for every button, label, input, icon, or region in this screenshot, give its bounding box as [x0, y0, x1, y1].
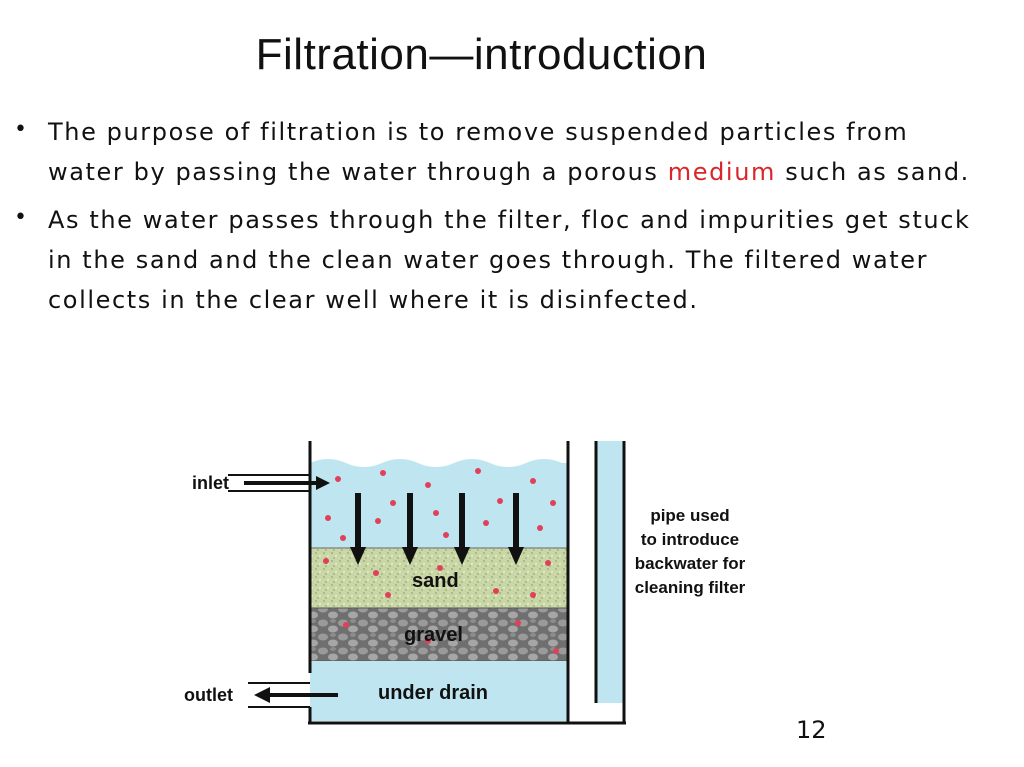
- bullet-text: As the water passes through the filter, …: [48, 206, 971, 314]
- slide-title: Filtration—introduction: [255, 30, 708, 79]
- water-surface: [310, 459, 568, 548]
- bullet-dot-icon: •: [14, 205, 29, 230]
- page-number: 12: [796, 716, 827, 744]
- flow-arrows: [350, 493, 524, 565]
- bullet-item: • As the water passes through the filter…: [14, 200, 974, 320]
- pipe-caption-line: to introduce: [641, 530, 739, 549]
- pipe-caption-line: backwater for: [635, 554, 746, 573]
- under-drain-label: under drain: [378, 682, 488, 704]
- bullet-text-end: such as sand.: [776, 158, 970, 186]
- pipe-caption-line: pipe used: [650, 506, 729, 525]
- suspended-particles: [323, 468, 559, 654]
- outlet-label: outlet: [184, 685, 233, 705]
- highlighted-term: medium: [667, 158, 776, 186]
- bullet-dot-icon: •: [14, 117, 29, 142]
- inlet-label: inlet: [192, 473, 229, 493]
- filtration-diagram: inlet outlet sand gravel under drain pip…: [184, 441, 746, 725]
- pipe-caption-line: cleaning filter: [635, 578, 746, 597]
- bullet-list: • The purpose of filtration is to remove…: [14, 112, 974, 328]
- bullet-item: • The purpose of filtration is to remove…: [14, 112, 974, 192]
- gravel-label: gravel: [404, 624, 463, 646]
- sand-label: sand: [412, 570, 459, 592]
- bullet-text: The purpose of filtration is to remove s…: [48, 118, 909, 186]
- under-drain-layer: [310, 661, 568, 721]
- pipe-caption: pipe used to introduce backwater for cle…: [635, 506, 746, 597]
